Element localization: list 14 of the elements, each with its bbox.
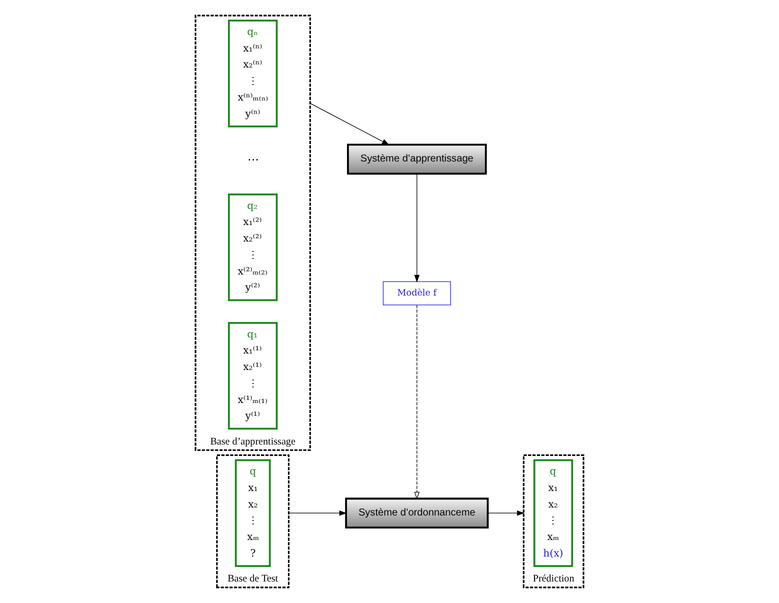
node-box: q₁ x₁⁽¹⁾ x₂⁽¹⁾ ⋮ x⁽¹⁾ₘ₍₁₎ y⁽¹⁾ xyxy=(228,322,278,430)
node-box: q₂ x₁⁽²⁾ x₂⁽²⁾ ⋮ x⁽²⁾ₘ₍₂₎ y⁽²⁾ xyxy=(228,194,278,302)
arrow xyxy=(310,103,390,146)
node-box: q x₁ x₂ ⋮ xₘ h(x) xyxy=(533,459,574,567)
node-box: Modèle f xyxy=(382,281,451,306)
label: ⋯ xyxy=(247,154,258,166)
node-box: qₙ x₁⁽ⁿ⁾ x₂⁽ⁿ⁾ ⋮ x⁽ⁿ⁾ₘ₍ₙ₎ y⁽ⁿ⁾ xyxy=(228,20,278,128)
arrow xyxy=(414,304,420,500)
arrow xyxy=(414,173,420,282)
node-box: Système d’apprentissage xyxy=(347,144,487,175)
arrow xyxy=(488,510,525,516)
node-box: q x₁ x₂ ⋮ xₘ ? xyxy=(234,459,271,567)
arrow xyxy=(288,510,347,516)
node-box: Système d’ordonnanceme xyxy=(345,498,489,529)
